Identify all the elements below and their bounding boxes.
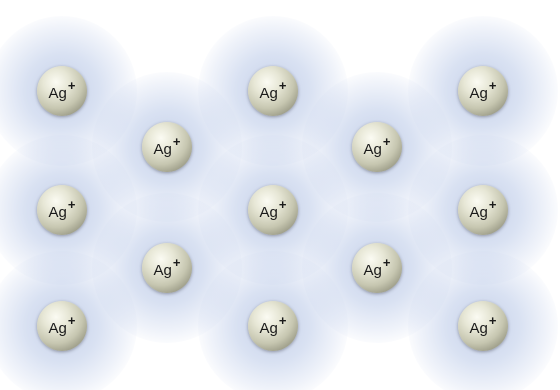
silver-ion: Ag+ (458, 185, 508, 235)
ion-symbol: Ag (260, 320, 278, 337)
ion-label: Ag+ (352, 243, 402, 293)
ion-charge: + (68, 78, 76, 93)
ion-label: Ag+ (37, 301, 87, 351)
ion-symbol: Ag (154, 141, 172, 158)
ion-charge: + (279, 313, 287, 328)
ion-charge: + (173, 255, 181, 270)
ion-symbol: Ag (470, 85, 488, 102)
ion-charge: + (173, 134, 181, 149)
silver-ion: Ag+ (248, 301, 298, 351)
ion-label: Ag+ (248, 185, 298, 235)
ion-charge: + (68, 313, 76, 328)
ion-symbol: Ag (49, 320, 67, 337)
ion-symbol: Ag (49, 85, 67, 102)
ion-symbol: Ag (470, 320, 488, 337)
silver-ion: Ag+ (37, 66, 87, 116)
ion-symbol: Ag (260, 204, 278, 221)
silver-ion: Ag+ (352, 122, 402, 172)
silver-ion: Ag+ (142, 243, 192, 293)
ion-charge: + (489, 197, 497, 212)
ion-symbol: Ag (364, 262, 382, 279)
ion-symbol: Ag (470, 204, 488, 221)
ion-label: Ag+ (37, 185, 87, 235)
ion-charge: + (383, 255, 391, 270)
silver-ion: Ag+ (248, 185, 298, 235)
ion-label: Ag+ (458, 301, 508, 351)
ion-symbol: Ag (364, 141, 382, 158)
ion-label: Ag+ (458, 66, 508, 116)
silver-ion: Ag+ (458, 66, 508, 116)
ion-label: Ag+ (352, 122, 402, 172)
ion-label: Ag+ (37, 66, 87, 116)
ion-charge: + (489, 313, 497, 328)
ion-symbol: Ag (260, 85, 278, 102)
ion-label: Ag+ (458, 185, 508, 235)
silver-ion: Ag+ (458, 301, 508, 351)
silver-ion: Ag+ (142, 122, 192, 172)
ion-symbol: Ag (154, 262, 172, 279)
ion-charge: + (383, 134, 391, 149)
ion-symbol: Ag (49, 204, 67, 221)
silver-ion: Ag+ (352, 243, 402, 293)
ion-label: Ag+ (142, 243, 192, 293)
ion-charge: + (279, 197, 287, 212)
ion-charge: + (489, 78, 497, 93)
ion-charge: + (68, 197, 76, 212)
ion-label: Ag+ (142, 122, 192, 172)
silver-ion: Ag+ (37, 301, 87, 351)
ion-charge: + (279, 78, 287, 93)
silver-ion: Ag+ (37, 185, 87, 235)
ion-label: Ag+ (248, 301, 298, 351)
silver-ion: Ag+ (248, 66, 298, 116)
ion-label: Ag+ (248, 66, 298, 116)
